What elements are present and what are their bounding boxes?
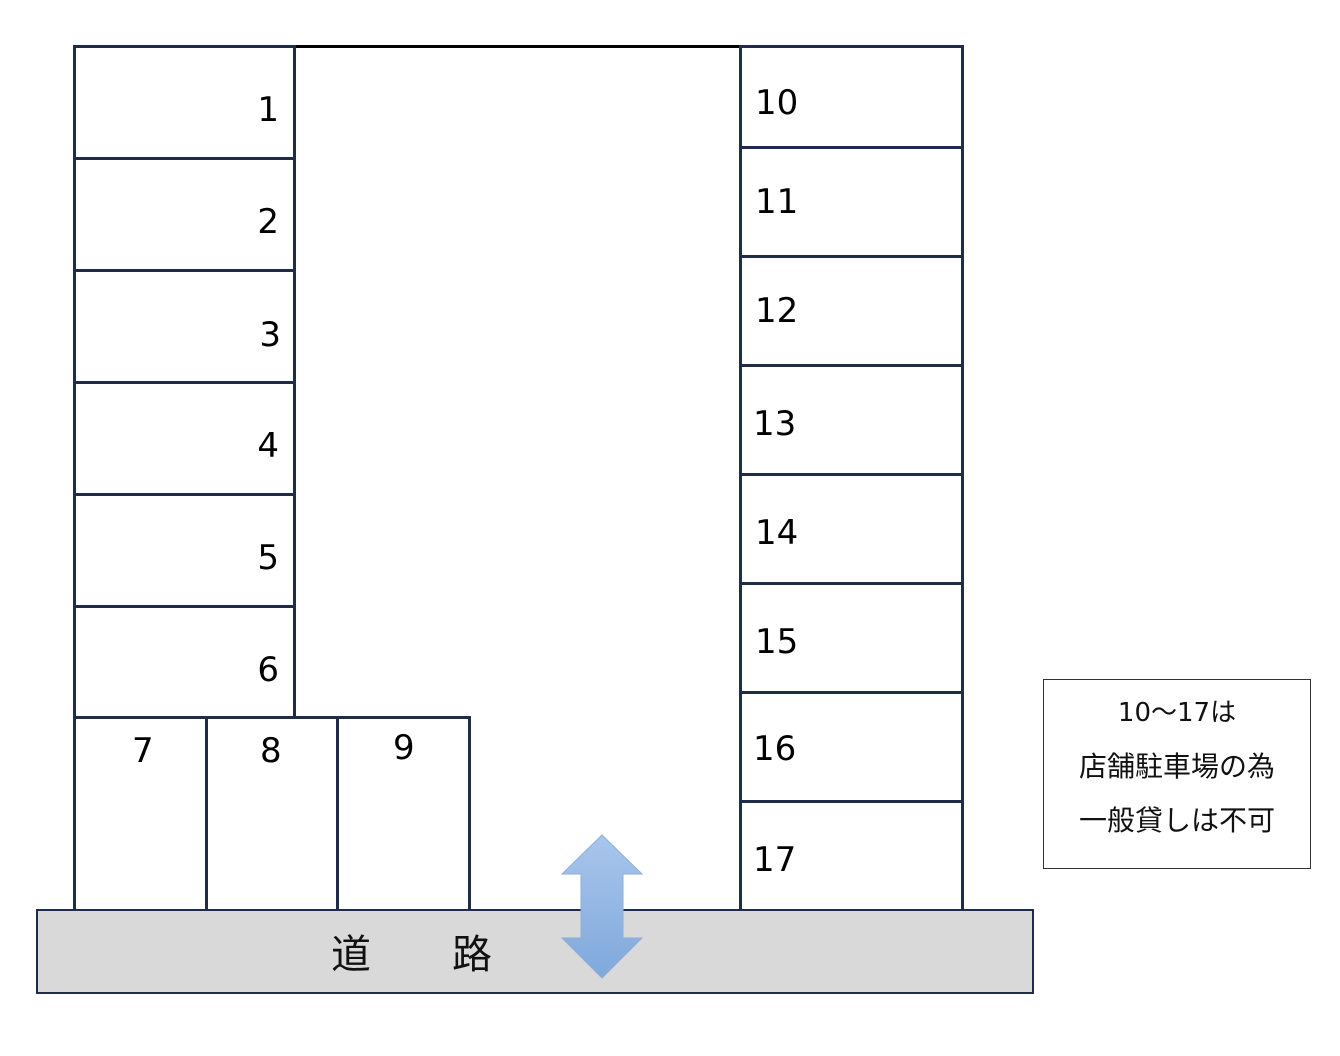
slot-number: 5 [257,538,279,578]
slot-number: 7 [132,731,154,771]
slot-number: 16 [753,729,797,769]
parking-slot-11[interactable]: 11 [739,146,964,258]
slot-number: 12 [755,291,799,331]
slot-number: 17 [753,840,797,880]
road: 道 路 [36,909,1034,994]
slot-number: 2 [257,202,279,242]
parking-slot-7[interactable]: 7 [73,716,208,912]
parking-slot-1[interactable]: 1 [73,45,296,160]
slot-number: 15 [755,622,799,662]
notice-line-2: 店舗駐車場の為 [1078,750,1275,783]
slot-number: 6 [257,650,279,690]
road-label-ro: 路 [452,932,492,978]
slot-number: 8 [260,731,282,771]
slot-number: 10 [755,83,799,123]
parking-slot-9[interactable]: 9 [336,716,471,912]
notice-line-1: 10〜17は [1117,698,1237,728]
slot-number: 11 [755,182,799,222]
parking-slot-13[interactable]: 13 [739,364,964,476]
slot-number: 9 [393,728,415,768]
parking-slot-12[interactable]: 12 [739,255,964,367]
slot-number: 14 [755,513,799,553]
parking-slot-5[interactable]: 5 [73,493,296,608]
parking-slot-15[interactable]: 15 [739,582,964,694]
lot-top-boundary [292,45,742,48]
parking-slot-8[interactable]: 8 [205,716,340,912]
parking-slot-6[interactable]: 6 [73,605,296,720]
parking-slot-10[interactable]: 10 [739,45,964,150]
notice-line-3: 一般貸しは不可 [1078,804,1275,837]
road-label-michi: 道 [331,932,371,978]
parking-slot-16[interactable]: 16 [739,691,964,803]
slot-number: 1 [257,90,279,130]
parking-slot-3[interactable]: 3 [73,269,296,384]
parking-slot-14[interactable]: 14 [739,473,964,585]
slot-number: 13 [753,404,797,444]
slot-number: 4 [257,426,279,466]
parking-slot-17[interactable]: 17 [739,800,964,912]
slot-number: 3 [259,315,281,355]
parking-slot-2[interactable]: 2 [73,157,296,272]
notice-box: 10〜17は 店舗駐車場の為 一般貸しは不可 [1043,679,1311,869]
parking-slot-4[interactable]: 4 [73,381,296,496]
double-arrow-vertical-icon [560,834,644,980]
